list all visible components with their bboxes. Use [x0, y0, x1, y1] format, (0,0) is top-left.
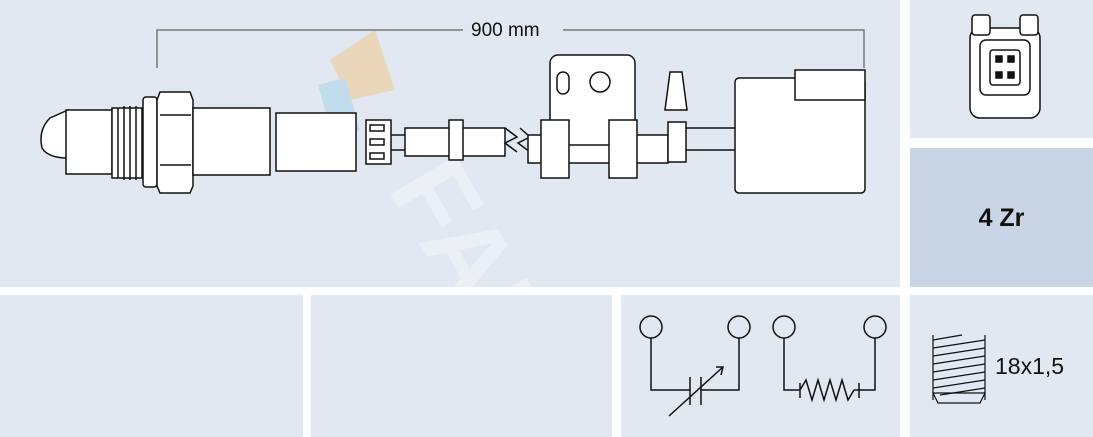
- circuit-panel: [621, 295, 900, 437]
- oxygen-sensor-drawing: FAE: [40, 29, 866, 287]
- main-drawing-panel: FAE 900 mm: [0, 0, 900, 287]
- sensor-type-label: 4 Zr: [978, 204, 1025, 232]
- empty-panel-2: [311, 295, 612, 437]
- thread-panel: 18x1,5: [910, 295, 1093, 437]
- thread-icon: [932, 334, 986, 404]
- sensor-type-panel: 4 Zr: [910, 148, 1093, 287]
- resistor-heater-icon: [772, 315, 887, 403]
- length-dimension-label: 900 mm: [471, 20, 540, 41]
- empty-panel-1: [0, 295, 303, 437]
- connector-panel: [910, 0, 1093, 138]
- thread-size-label: 18x1,5: [995, 353, 1065, 379]
- dimension-line: [156, 29, 865, 68]
- connector-4pin-icon: [969, 14, 1041, 119]
- variable-capacitor-icon: [639, 315, 751, 417]
